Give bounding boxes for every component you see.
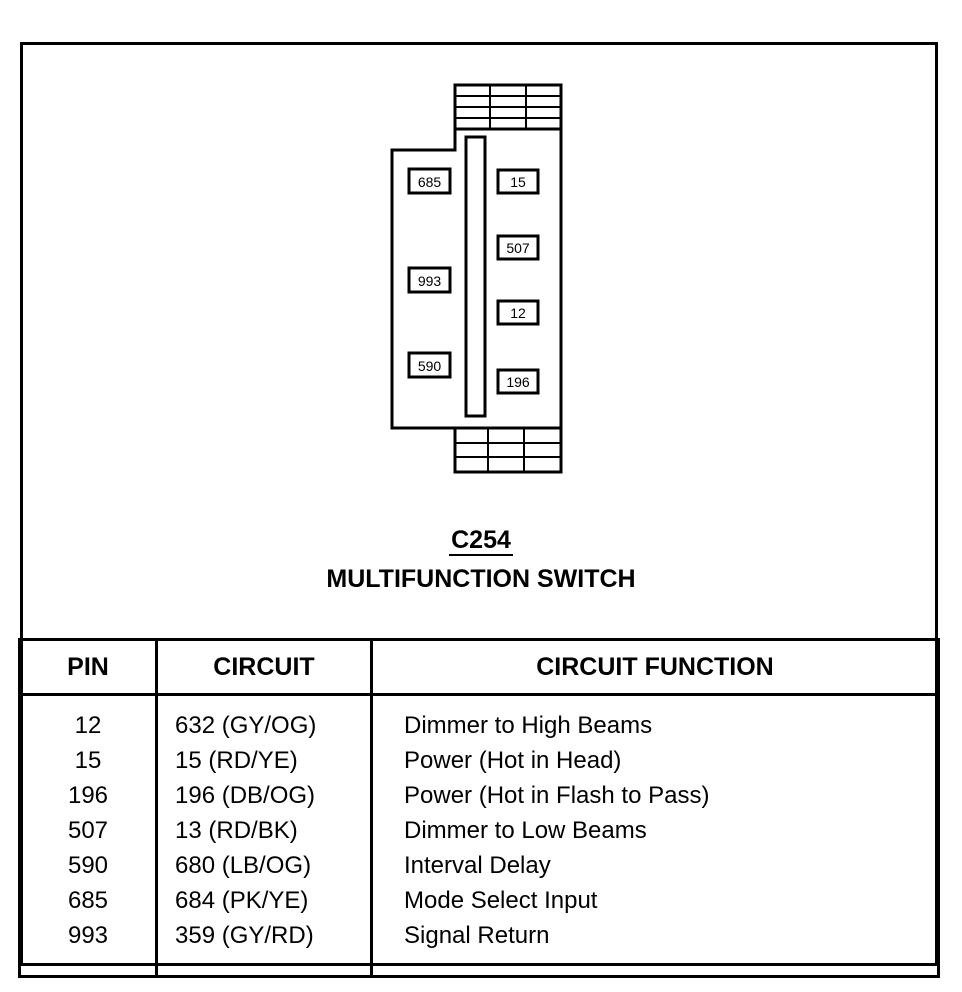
circuit-value: 680 (LB/OG) (175, 852, 312, 879)
pin-cavity: 15 (496, 168, 540, 195)
function-value: Power (Hot in Head) (404, 747, 622, 774)
pin-column: 12 15 196 507 590 685 993 (18, 694, 158, 978)
pin-cavity: 993 (407, 266, 452, 294)
connector-id: C254 (0, 526, 962, 556)
pin-value: 196 (67, 782, 109, 809)
header-circuit: CIRCUIT (155, 638, 373, 696)
connector-id-text: C254 (449, 526, 513, 556)
circuit-value: 13 (RD/BK) (175, 817, 298, 844)
pin-label: 685 (418, 174, 442, 190)
pin-label: 196 (506, 374, 530, 390)
pin-cavity: 12 (496, 299, 540, 326)
circuit-column: 632 (GY/OG) 15 (RD/YE) 196 (DB/OG) 13 (R… (155, 694, 373, 978)
pin-value: 507 (67, 817, 109, 844)
function-value: Dimmer to High Beams (404, 712, 653, 739)
connector-face-drawing: 685 993 590 15 507 12 196 (390, 83, 563, 474)
pinout-table-header: PIN CIRCUIT CIRCUIT FUNCTION (18, 638, 940, 696)
pin-cavity: 590 (407, 351, 452, 379)
pinout-table-body: 12 15 196 507 590 685 993 632 (GY/OG) 15… (18, 694, 940, 978)
header-pin: PIN (18, 638, 158, 696)
pin-value: 685 (67, 887, 109, 914)
pin-cavity: 685 (407, 167, 452, 195)
function-value: Mode Select Input (404, 887, 598, 914)
function-value: Signal Return (404, 922, 550, 949)
pin-label: 507 (506, 240, 530, 256)
pin-cavity: 196 (496, 368, 540, 395)
pin-cavity: 507 (496, 234, 540, 261)
pin-value: 12 (74, 712, 102, 739)
circuit-value: 15 (RD/YE) (175, 747, 298, 774)
header-circuit-function: CIRCUIT FUNCTION (370, 638, 940, 696)
pin-value: 590 (67, 852, 109, 879)
circuit-function-column: Dimmer to High Beams Power (Hot in Head)… (370, 694, 940, 978)
circuit-value: 359 (GY/RD) (175, 922, 314, 949)
circuit-value: 684 (PK/YE) (175, 887, 309, 914)
pin-label: 15 (510, 174, 526, 190)
connector-bottom-latch (453, 426, 563, 474)
pin-label: 590 (418, 358, 442, 374)
pin-label: 993 (418, 273, 442, 289)
function-value: Power (Hot in Flash to Pass) (404, 782, 710, 809)
pinout-table: PIN CIRCUIT CIRCUIT FUNCTION 12 15 196 5… (18, 638, 940, 978)
connector-center-bar (464, 135, 487, 418)
pin-value: 993 (67, 922, 109, 949)
connector-top-latch (453, 83, 563, 131)
function-value: Dimmer to Low Beams (404, 817, 647, 844)
function-value: Interval Delay (404, 852, 551, 879)
pin-label: 12 (510, 305, 526, 321)
connector-name: MULTIFUNCTION SWITCH (326, 565, 636, 593)
circuit-value: 196 (DB/OG) (175, 782, 316, 809)
circuit-value: 632 (GY/OG) (175, 712, 317, 739)
pin-value: 15 (74, 747, 102, 774)
